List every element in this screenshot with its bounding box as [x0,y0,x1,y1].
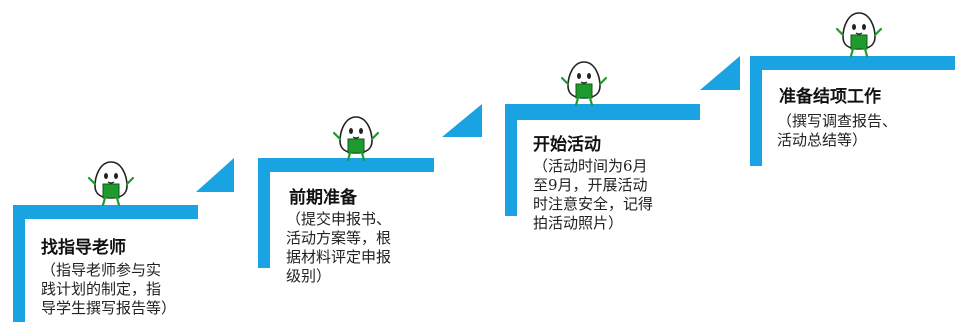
step-4-top-bar [750,56,955,70]
step-1-top-bar [13,205,198,219]
step-1-title: 找指导老师 [41,238,126,258]
step-3-desc-line: 至9月，开展活动 [533,176,648,194]
step-3-desc-line: 时注意安全，记得 [533,195,654,213]
step-2-title: 前期准备 [289,188,357,208]
step-4-title: 准备结项工作 [779,87,881,107]
step-4-desc-line: 活动总结等） [777,131,868,149]
step-2-desc-line: 级别） [286,267,332,285]
step-3-side-bar [505,104,517,216]
step-1-description: （指导老师参与实 践计划的制定，指 导学生撰写报告等） [41,261,251,318]
step-2-top-bar [258,158,434,172]
step-4-description: （撰写调查报告、 活动总结等） [777,112,957,150]
step-1-desc-line: （指导老师参与实 [41,261,162,279]
step-1-arrow-triangle [196,158,234,192]
step-2-description: （提交申报书、 活动方案等，根 据材料评定申报 级别） [286,210,466,286]
step-2-arrow-triangle [442,104,482,137]
step-3-desc-line: （活动时间为6月 [533,157,648,175]
step-3-description: （活动时间为6月 至9月，开展活动 时注意安全，记得 拍活动照片） [533,157,723,233]
step-4-side-bar [750,56,762,166]
step-2-desc-line: 活动方案等，根 [286,229,392,247]
step-3-title: 开始活动 [533,135,601,155]
step-3-desc-line: 拍活动照片） [533,214,624,232]
step-1-desc-line: 践计划的制定，指 [41,280,162,298]
step-2-desc-line: 据材料评定申报 [286,248,392,266]
step-2-side-bar [258,158,270,268]
rice-ball-mascot-icon [333,116,379,161]
step-4-desc-line: （撰写调查报告、 [777,112,898,130]
step-3-arrow-triangle [700,56,740,90]
step-1-side-bar [13,205,25,322]
rice-ball-mascot-icon [88,161,134,206]
step-3-top-bar [505,104,700,120]
rice-ball-mascot-icon [561,61,607,106]
step-2-desc-line: （提交申报书、 [286,210,392,228]
step-1-desc-line: 导学生撰写报告等） [41,299,177,317]
rice-ball-mascot-icon [836,12,882,57]
